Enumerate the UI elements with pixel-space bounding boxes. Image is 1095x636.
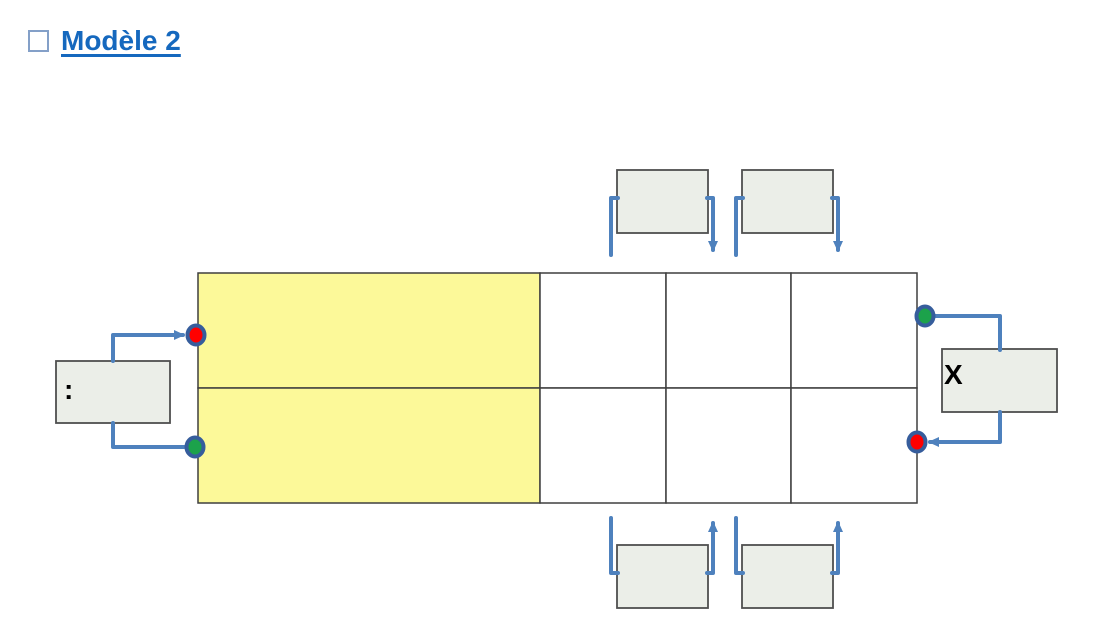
connector-bottom-box-2-up-arrow [830, 521, 843, 575]
top-box-2 [741, 169, 834, 234]
table-cell-r1c1-highlight [197, 272, 541, 389]
table-cell-r1c4 [790, 272, 918, 389]
table-cell-r2c2 [539, 387, 667, 504]
left-box-label: : [64, 374, 73, 405]
connector-bottom-box-1-left-tail [609, 516, 620, 575]
connector-top-box-2-down-arrow [830, 196, 843, 252]
connector-top-box-1-down-arrow [705, 196, 718, 252]
connector-bottom-box-2-left-tail [734, 516, 745, 575]
connector-left-box-to-red-port [111, 330, 185, 363]
port-right-bottom-red [906, 430, 928, 454]
port-left-top-red [185, 323, 207, 347]
port-left-bottom-green [184, 435, 206, 459]
connector-bottom-box-1-up-arrow [705, 521, 718, 575]
bottom-box-2 [741, 544, 834, 609]
page-title: Modèle 2 [61, 25, 181, 56]
bottom-box-1 [616, 544, 709, 609]
right-box-label: X [944, 359, 963, 390]
table-cell-r1c2 [539, 272, 667, 389]
connector-top-box-2-left-tail [734, 196, 745, 257]
square-bullet-icon [28, 30, 49, 52]
table-cell-r2c4 [790, 387, 918, 504]
connector-green-port-to-right-box [932, 314, 1002, 352]
port-right-top-green [914, 304, 936, 328]
connector-top-box-1-left-tail [609, 196, 620, 257]
table-cell-r2c3 [665, 387, 792, 504]
right-box [941, 348, 1058, 413]
connector-left-box-to-green-port [111, 421, 186, 449]
connector-right-box-to-red-port [928, 410, 1002, 447]
table-cell-r1c3 [665, 272, 792, 389]
table-cell-r2c1-highlight [197, 387, 541, 504]
top-box-1 [616, 169, 709, 234]
